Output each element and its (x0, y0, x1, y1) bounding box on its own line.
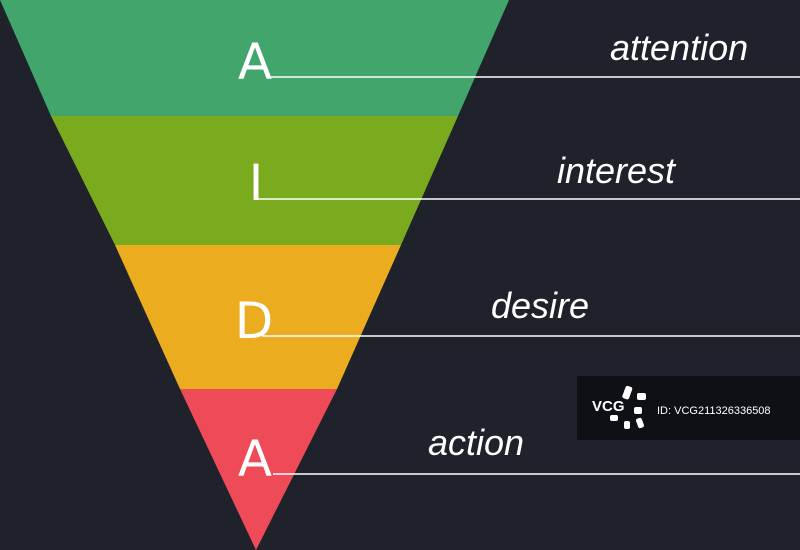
stage-label-interest: interest (557, 150, 676, 191)
funnel-tier-attention (0, 0, 509, 116)
watermark-logo-icon (610, 385, 646, 429)
funnel-tier-interest (51, 116, 458, 245)
stage-letter-attention: A (237, 33, 273, 91)
stage-label-attention: attention (610, 27, 749, 68)
watermark-badge: VCG (577, 376, 800, 440)
stage-letter-desire: D (234, 292, 274, 350)
stage-letter-interest: I (248, 154, 264, 212)
funnel-tier-desire (115, 245, 401, 389)
stage-label-action: action (428, 422, 525, 463)
watermark-id: ID: VCG211326336508 (657, 405, 771, 417)
stage-label-desire: desire (491, 285, 590, 326)
funnel-tier-action (180, 389, 337, 550)
stage-letter-action: A (237, 430, 273, 488)
watermark-brand: VCG (592, 398, 625, 415)
